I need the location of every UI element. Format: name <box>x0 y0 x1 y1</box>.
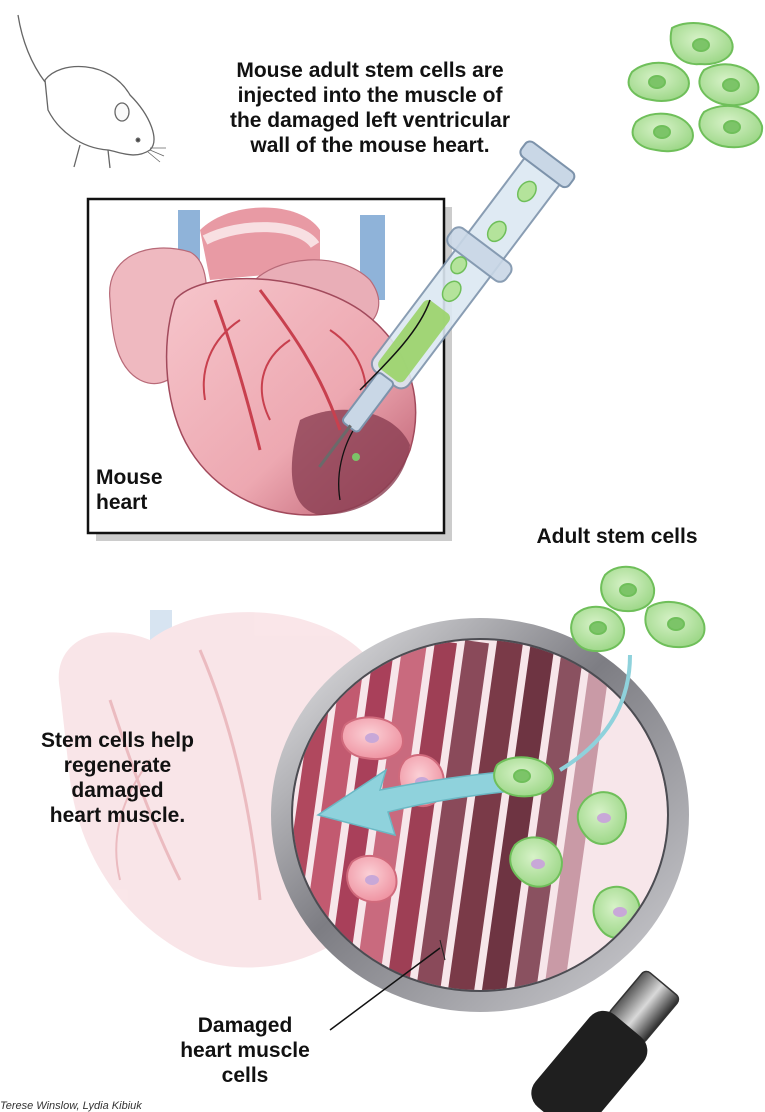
stem-cell-cluster-lower <box>571 567 704 651</box>
regenerate-label-line: damaged <box>10 778 225 803</box>
top-caption-line: the damaged left ventricular <box>175 108 565 133</box>
damaged-cells-label-line: cells <box>155 1063 335 1088</box>
regenerate-label-line: heart muscle. <box>10 803 225 828</box>
regenerate-label: Stem cells help regenerate damaged heart… <box>10 728 225 828</box>
top-caption-line: injected into the muscle of <box>175 83 565 108</box>
mouse-heart-label: Mouse heart <box>96 465 186 515</box>
migrating-stem-cell <box>494 757 553 796</box>
mouse-heart-label-line: Mouse <box>96 465 186 490</box>
damaged-cells-label-line: Damaged <box>155 1013 335 1038</box>
damaged-cells-label: Damaged heart muscle cells <box>155 1013 335 1088</box>
mouse-heart-label-line: heart <box>96 490 186 515</box>
adult-stem-cells-label: Adult stem cells <box>512 524 722 549</box>
top-caption: Mouse adult stem cells are injected into… <box>175 58 565 158</box>
regenerate-label-line: Stem cells help <box>10 728 225 753</box>
mouse-drawing <box>18 15 166 168</box>
injection-point <box>352 453 360 461</box>
regenerate-label-line: regenerate <box>10 753 225 778</box>
top-caption-line: wall of the mouse heart. <box>175 133 565 158</box>
damaged-cells-label-line: heart muscle <box>155 1038 335 1063</box>
adult-stem-cells-text: Adult stem cells <box>512 524 722 549</box>
stem-cell-cluster-top <box>629 23 762 151</box>
top-caption-line: Mouse adult stem cells are <box>175 58 565 83</box>
illustration-credit: Terese Winslow, Lydia Kibiuk <box>0 1100 142 1112</box>
